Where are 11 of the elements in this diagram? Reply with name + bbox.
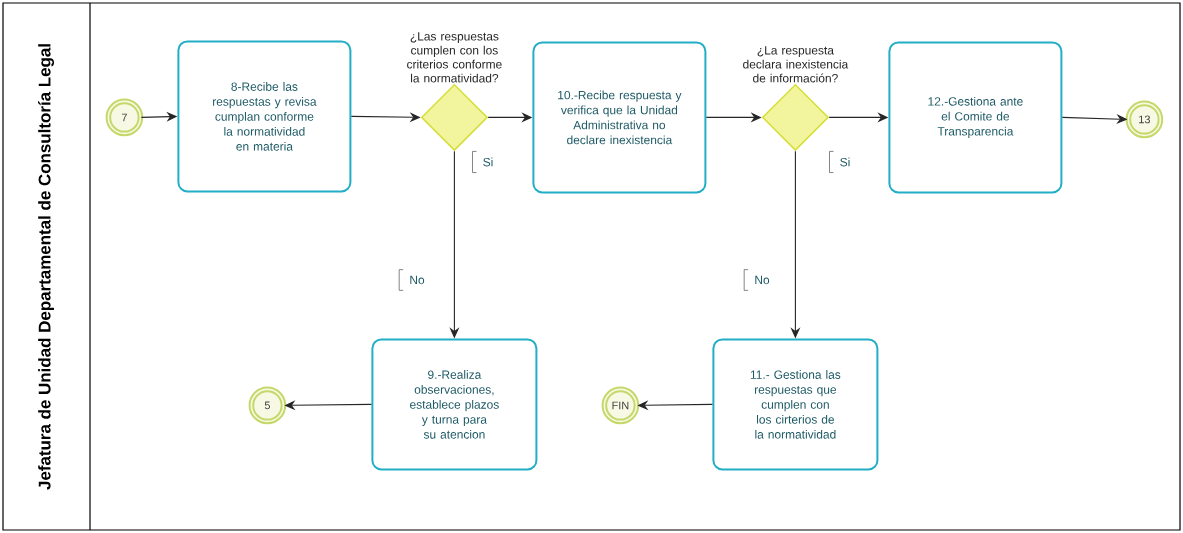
process-box: 8-Recibe las respuestas y revisa cumplan conforme la normatividad en materia bbox=[177, 40, 352, 193]
process-box: 10.-Recibe respuesta y verifica que la Unidad Administrativa no declare inexistencia bbox=[532, 41, 707, 194]
process-box: 9.-Realiza observaciones, establece plazos y turna para su atencion bbox=[371, 338, 538, 471]
edge-label: Si bbox=[472, 151, 496, 173]
edge-label: Si bbox=[829, 151, 853, 173]
process-box: 11.- Gestiona las respuestas que cumplen con los cirterios de la normatividad bbox=[712, 338, 879, 471]
node-label: ¿La respuesta declara inexistencia de información? bbox=[743, 46, 849, 83]
edge-label: No bbox=[743, 269, 772, 291]
edge-label: No bbox=[398, 269, 427, 291]
node-label: ¿Las respuestas cumplen con los criterios conforme la normatividad? bbox=[407, 32, 502, 83]
process-box: 12.-Gestiona ante el Comite de Transparencia bbox=[888, 41, 1063, 194]
